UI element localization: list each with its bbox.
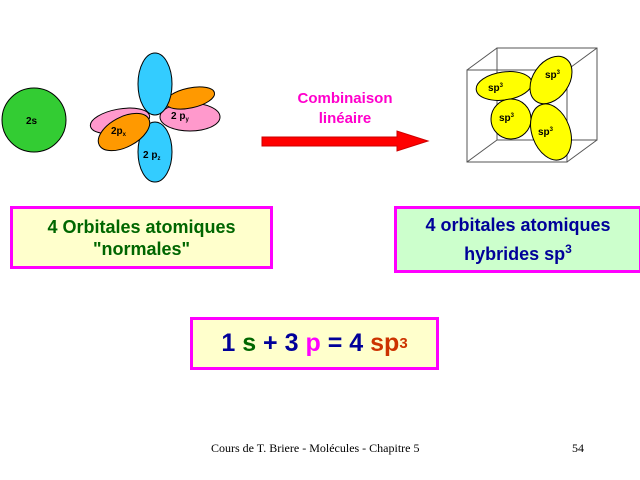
eq-p: p <box>305 329 321 357</box>
box-normal-line1: 4 Orbitales atomiques <box>47 216 236 237</box>
sp3-lobe-right <box>530 103 572 161</box>
box-hybrid-line2-main: hybrides sp <box>464 244 566 264</box>
orbital-2p-group <box>89 52 221 183</box>
eq-equals: = <box>327 329 343 357</box>
orbital-2s <box>1 87 67 153</box>
eq-sup: 3 <box>399 335 408 352</box>
eq-plus: + <box>263 329 278 357</box>
box-normal-orbitals: 4 Orbitales atomiques "normales" <box>10 206 273 269</box>
eq-s: s <box>242 329 257 357</box>
arrow-label-line2: linéaire <box>318 110 372 127</box>
eq-n4: 4 <box>349 329 364 357</box>
sp3-label-4: sp3 <box>538 127 554 138</box>
sp3-label-2: sp3 <box>545 70 561 81</box>
sp3-lobe-left <box>490 98 532 140</box>
box-normal-line2: "normales" <box>92 238 191 259</box>
sp3-lobe-back <box>475 71 533 101</box>
orbital-px-label: 2px <box>111 126 127 138</box>
box-hybrid-orbitals: 4 orbitales atomiques hybrides sp3 <box>394 206 640 273</box>
sp3-label-1: sp3 <box>488 83 504 94</box>
box-hybrid-line1: 4 orbitales atomiques <box>425 215 611 235</box>
box-hybrid-line2-sup: 3 <box>565 242 572 256</box>
box-hybrid-line2: hybrides sp3 <box>464 237 572 266</box>
orbital-px-front-lobe <box>97 112 151 152</box>
orbital-2s-label: 2s <box>26 116 38 127</box>
orbital-pz-bottom-lobe <box>137 121 173 183</box>
arrow-label: Combinaison linéaire <box>270 89 420 129</box>
orbital-pz-label: 2 pz <box>143 150 160 162</box>
sp3-lobe-top <box>529 55 573 105</box>
orbital-py-label: 2 py <box>171 111 189 123</box>
orbital-2s-diagram: 2s 2 py 2px 2 pz sp3 sp3 sp3 sp3 <box>1 47 598 183</box>
sp3-lobes <box>475 55 573 161</box>
arrow-label-line1: Combinaison <box>297 90 393 107</box>
eq-n3: 3 <box>284 329 299 357</box>
page-number: 54 <box>572 441 584 455</box>
footer-text: Cours de T. Briere - Molécules - Chapitr… <box>211 441 420 455</box>
sp3-cube <box>466 47 598 163</box>
eq-sp: sp <box>370 329 400 357</box>
orbital-pz-top-lobe <box>137 52 173 116</box>
eq-n1: 1 <box>221 329 236 357</box>
combination-arrow <box>261 130 430 152</box>
sp3-label-3: sp3 <box>499 113 515 124</box>
